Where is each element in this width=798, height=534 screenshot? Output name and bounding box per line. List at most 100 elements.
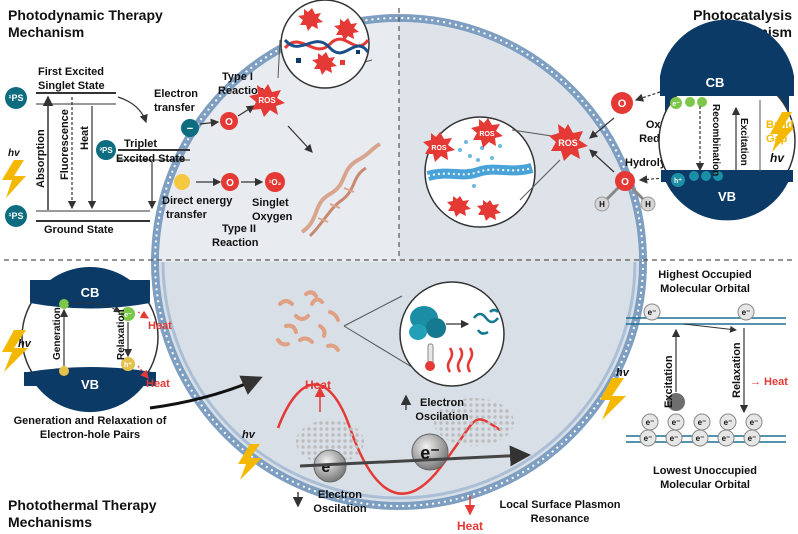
electron-oscillation-label-bottom: Electron xyxy=(318,489,362,501)
heat-label: Heat xyxy=(79,126,91,150)
cell-membrane-dots xyxy=(154,17,644,507)
excited-electron-source xyxy=(667,393,685,411)
thermometer-icon xyxy=(427,343,434,365)
membrane-bilayer xyxy=(426,163,534,181)
hv-label-pc: hv xyxy=(770,151,785,165)
o-to-ros-arrow xyxy=(237,105,256,117)
zoom-line-ptt-1 xyxy=(343,295,403,327)
lightning-icon-left xyxy=(2,330,28,372)
thermometer-bulb xyxy=(425,361,435,371)
electron-cloud-1 xyxy=(296,420,364,464)
ps-triplet-icon xyxy=(96,140,116,160)
singlet-oxygen-symbol: ¹O₂ xyxy=(269,178,282,187)
singlet-oxygen-label-2: Oxygen xyxy=(252,211,293,223)
ros-burst-pc-2 xyxy=(471,118,503,148)
isc-arrow xyxy=(117,96,148,124)
excitation-label-pc: Excitation xyxy=(738,118,749,166)
homo-electron-2-label: e⁻ xyxy=(742,308,751,317)
type1-label: Type I xyxy=(222,71,253,83)
pc-title: Photocatalysis xyxy=(693,7,792,23)
hydroxyl-to-ros-arrow xyxy=(589,149,615,173)
folded-protein-icon xyxy=(409,306,446,340)
oxygen-pc-label: O xyxy=(618,98,627,110)
lspr-label-2: Resonance xyxy=(531,513,590,525)
lumo-e-9: e⁻ xyxy=(722,434,731,443)
fragment-3 xyxy=(356,50,360,54)
curved-arrow xyxy=(149,375,263,410)
nanoparticle-1-label: e⁻ xyxy=(321,459,338,476)
water-h2-label: H xyxy=(645,200,651,209)
hv-label: hv xyxy=(8,148,21,159)
ptt-electron-hole: CB VB e⁻ h⁺ Generation Relaxation Heat H… xyxy=(2,267,263,441)
triplet-label: Triplet xyxy=(124,138,157,150)
electron-to-oxygen-arrow xyxy=(634,91,661,102)
pdt-title: Photodynamic Therapy xyxy=(8,7,163,23)
plasmon-wave: e⁻ e⁻ Heat Heat Electron Oscilation Elec… xyxy=(238,378,621,533)
damaged-dna-icon xyxy=(300,142,381,238)
vb-holes xyxy=(671,171,723,187)
electron-icon xyxy=(181,119,199,137)
ros-burst-pc-3 xyxy=(447,196,471,217)
lspr-label: Local Surface Plasmon xyxy=(499,499,620,511)
conduction-band-top xyxy=(660,19,794,96)
pdt-title-line2: Mechanism xyxy=(8,24,84,40)
electron-hop-arrow xyxy=(67,302,121,313)
energy-burst-icon xyxy=(174,174,190,190)
eh-cb-label: CB xyxy=(81,285,100,300)
hv-label-center: hv xyxy=(242,429,256,441)
hv-label-right: hv xyxy=(616,367,630,379)
heat-label-left-2: Heat xyxy=(146,378,170,390)
ros-burst-pc-1 xyxy=(423,132,455,162)
type2-label: Type II xyxy=(222,223,256,235)
ros-burst-pc-4 xyxy=(477,200,501,221)
ros-pc-1-label: ROS xyxy=(431,145,447,152)
eh-hole-initial xyxy=(59,366,69,376)
lumo-electrons xyxy=(639,413,763,447)
water-oxygen xyxy=(615,171,635,191)
zoom-line-pc-2 xyxy=(519,159,561,201)
homo-label-2: Molecular Orbital xyxy=(660,283,750,295)
ptt-center: e⁻ e⁻ Heat Heat Electron Oscilation Elec… xyxy=(238,281,621,533)
ros-main-label: ROS xyxy=(558,138,578,148)
electron-transfer-label-2: transfer xyxy=(154,102,196,114)
relaxation-label-right: Relaxation xyxy=(731,342,743,398)
ps-singlet-label: ¹PS xyxy=(8,93,23,103)
oxygen-icon-pc xyxy=(611,92,633,114)
first-excited-label: First Excited xyxy=(38,66,104,78)
ros-burst-zoom-2 xyxy=(334,18,359,41)
absorption-label: Absorption xyxy=(35,129,47,188)
lumo-e-3: e⁻ xyxy=(698,418,707,427)
electron-minus: − xyxy=(187,123,193,135)
triplet-label-2: Excited State xyxy=(116,153,185,165)
oxygen-icon xyxy=(220,112,238,130)
eh-hole xyxy=(121,357,135,371)
photocatalysis: ROS ROS ROS O Oxygen Reduction Hydrolysi… xyxy=(423,19,796,228)
lumo-e-2: e⁻ xyxy=(672,418,681,427)
eh-hole-label: h⁺ xyxy=(124,362,132,369)
homo-electron-1-label: e⁻ xyxy=(648,308,657,317)
hv-label-left: hv xyxy=(18,338,32,350)
lightning-icon-right xyxy=(600,378,626,420)
leaking-particles xyxy=(458,136,502,188)
vb-hole-label: h⁺ xyxy=(674,178,682,185)
ps-ground-icon xyxy=(5,205,27,227)
ps-singlet-icon xyxy=(5,87,27,109)
ptt-orbitals: Highest Occupied Molecular Orbital e⁻ e⁻… xyxy=(600,269,788,491)
fragment-1 xyxy=(296,58,301,63)
fragmented-proteins xyxy=(276,290,340,352)
lumo-e-7: e⁻ xyxy=(670,434,679,443)
eh-valence-band-fill xyxy=(24,372,156,386)
ps-triplet-label: ³PS xyxy=(99,146,113,155)
cb-electron-label: e⁻ xyxy=(672,101,680,108)
relaxation-label-left: Relaxation xyxy=(116,309,127,360)
propagation-arrow xyxy=(299,445,531,468)
electron-oscillation-label-top-2: Oscilation xyxy=(415,411,468,423)
electron-oscillation-label-top: Electron xyxy=(420,397,464,409)
pdt-reactions: Electron transfer − O Type I Reaction RO… xyxy=(154,0,381,249)
lumo-e-8: e⁻ xyxy=(696,434,705,443)
heat-arrow-left-1 xyxy=(137,310,150,319)
eh-electron xyxy=(121,307,135,321)
heat-label-left-1: Heat xyxy=(148,320,172,332)
ros-burst xyxy=(249,84,285,117)
